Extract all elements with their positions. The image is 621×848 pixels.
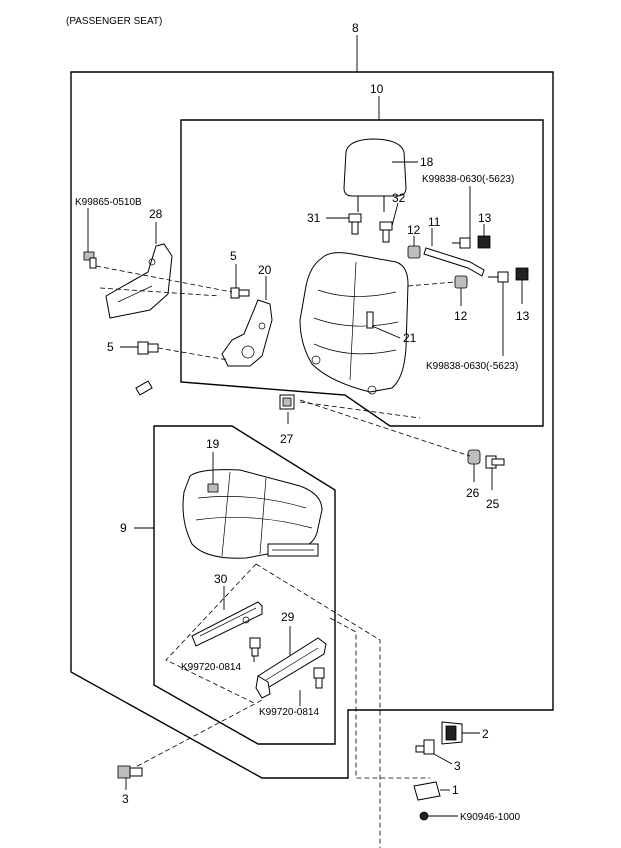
nut-part-26 — [467, 449, 481, 465]
callout-31: 31 — [307, 211, 321, 225]
guide-part-32 — [379, 221, 393, 243]
dash-rail-inner — [329, 617, 430, 779]
callout-26: 26 — [466, 486, 480, 500]
callout-9: 9 — [120, 521, 127, 535]
bracket-part-2 — [441, 721, 463, 745]
callout-10: 10 — [370, 82, 384, 96]
dash-clip-nut — [299, 399, 471, 457]
assembly-frame-8 — [70, 71, 554, 779]
callout-12-lower: 12 — [454, 309, 468, 323]
rail-part-30 — [191, 601, 263, 647]
tag-19 — [207, 483, 219, 493]
cap-part-13-upper — [477, 235, 491, 249]
callout-18: 18 — [420, 155, 434, 169]
callout-19: 19 — [206, 437, 220, 451]
bolt-part-3-right — [415, 739, 435, 755]
bolt-k99720-a — [249, 637, 261, 657]
callout-8: 8 — [352, 21, 359, 35]
screw-k99865 — [83, 251, 97, 269]
fastener-k90946 — [419, 811, 429, 821]
leader-32 — [391, 202, 399, 227]
cushion-frame-9 — [153, 425, 336, 745]
part-number-k99720-a: K99720-0814 — [181, 662, 241, 673]
callout-13-lower: 13 — [516, 309, 530, 323]
seatback-cushion — [299, 252, 409, 395]
callout-25: 25 — [486, 497, 500, 511]
guide-part-31 — [348, 213, 362, 235]
callout-29: 29 — [281, 610, 295, 624]
callout-5-lower: 5 — [107, 340, 114, 354]
callout-30: 30 — [214, 572, 228, 586]
cover-part-28 — [105, 243, 173, 319]
leader-3-right — [433, 753, 453, 765]
bolt-lower — [488, 271, 509, 283]
dash-rail-left — [165, 563, 257, 705]
dash-screw-recliner — [95, 265, 233, 293]
part-1 — [413, 781, 441, 801]
rail-part-29 — [255, 637, 327, 699]
part-number-k99865: K99865-0510B — [75, 197, 142, 208]
bracket-part-11 — [423, 247, 485, 277]
recline-lever-21 — [366, 311, 401, 339]
part-number-k99720-b: K99720-0814 — [259, 707, 319, 718]
callout-28: 28 — [149, 207, 163, 221]
seat-cushion-19 — [182, 469, 323, 559]
cap-part-13-lower — [515, 267, 529, 281]
callout-5-upper: 5 — [230, 249, 237, 263]
part-number-k90946: K90946-1000 — [460, 812, 520, 823]
callout-20: 20 — [258, 263, 272, 277]
part-number-k99838-lower: K99838-0630(-5623) — [426, 361, 518, 372]
spring-piece — [135, 380, 153, 396]
callout-21: 21 — [403, 331, 417, 345]
seatback-frame-10 — [180, 119, 544, 427]
diagram-title: (PASSENGER SEAT) — [66, 16, 162, 27]
dash-bolt5-recliner — [157, 347, 229, 361]
bolt-upper — [452, 237, 471, 249]
dash-bolt3-rail — [129, 699, 263, 771]
nut-part-12-upper — [407, 245, 421, 259]
callout-13-upper: 13 — [478, 211, 492, 225]
nut-part-12-lower — [454, 275, 468, 289]
dash-rail-right — [255, 563, 381, 848]
dash-clip-bolt — [299, 401, 421, 419]
bolt-part-5-upper — [230, 287, 250, 299]
bolt-part-3-left — [117, 765, 143, 779]
callout-3-right: 3 — [454, 759, 461, 773]
bolt-part-5-lower — [137, 341, 159, 355]
callout-32: 32 — [392, 191, 406, 205]
callout-2: 2 — [482, 727, 489, 741]
callout-1: 1 — [452, 783, 459, 797]
headrest-part-18 — [343, 138, 407, 212]
bolt-k99720-b — [313, 667, 325, 689]
callout-27: 27 — [280, 432, 294, 446]
callout-12-upper: 12 — [407, 223, 421, 237]
recliner-part-20 — [221, 299, 273, 367]
dash-seatback-bolts — [407, 281, 456, 287]
dash-cover-recliner — [99, 287, 221, 297]
bolt-part-25 — [485, 455, 505, 469]
part-number-k99838-upper: K99838-0630(-5623) — [422, 174, 514, 185]
callout-11: 11 — [428, 215, 441, 229]
clip-part-27 — [279, 394, 295, 410]
callout-3-left: 3 — [122, 792, 129, 806]
